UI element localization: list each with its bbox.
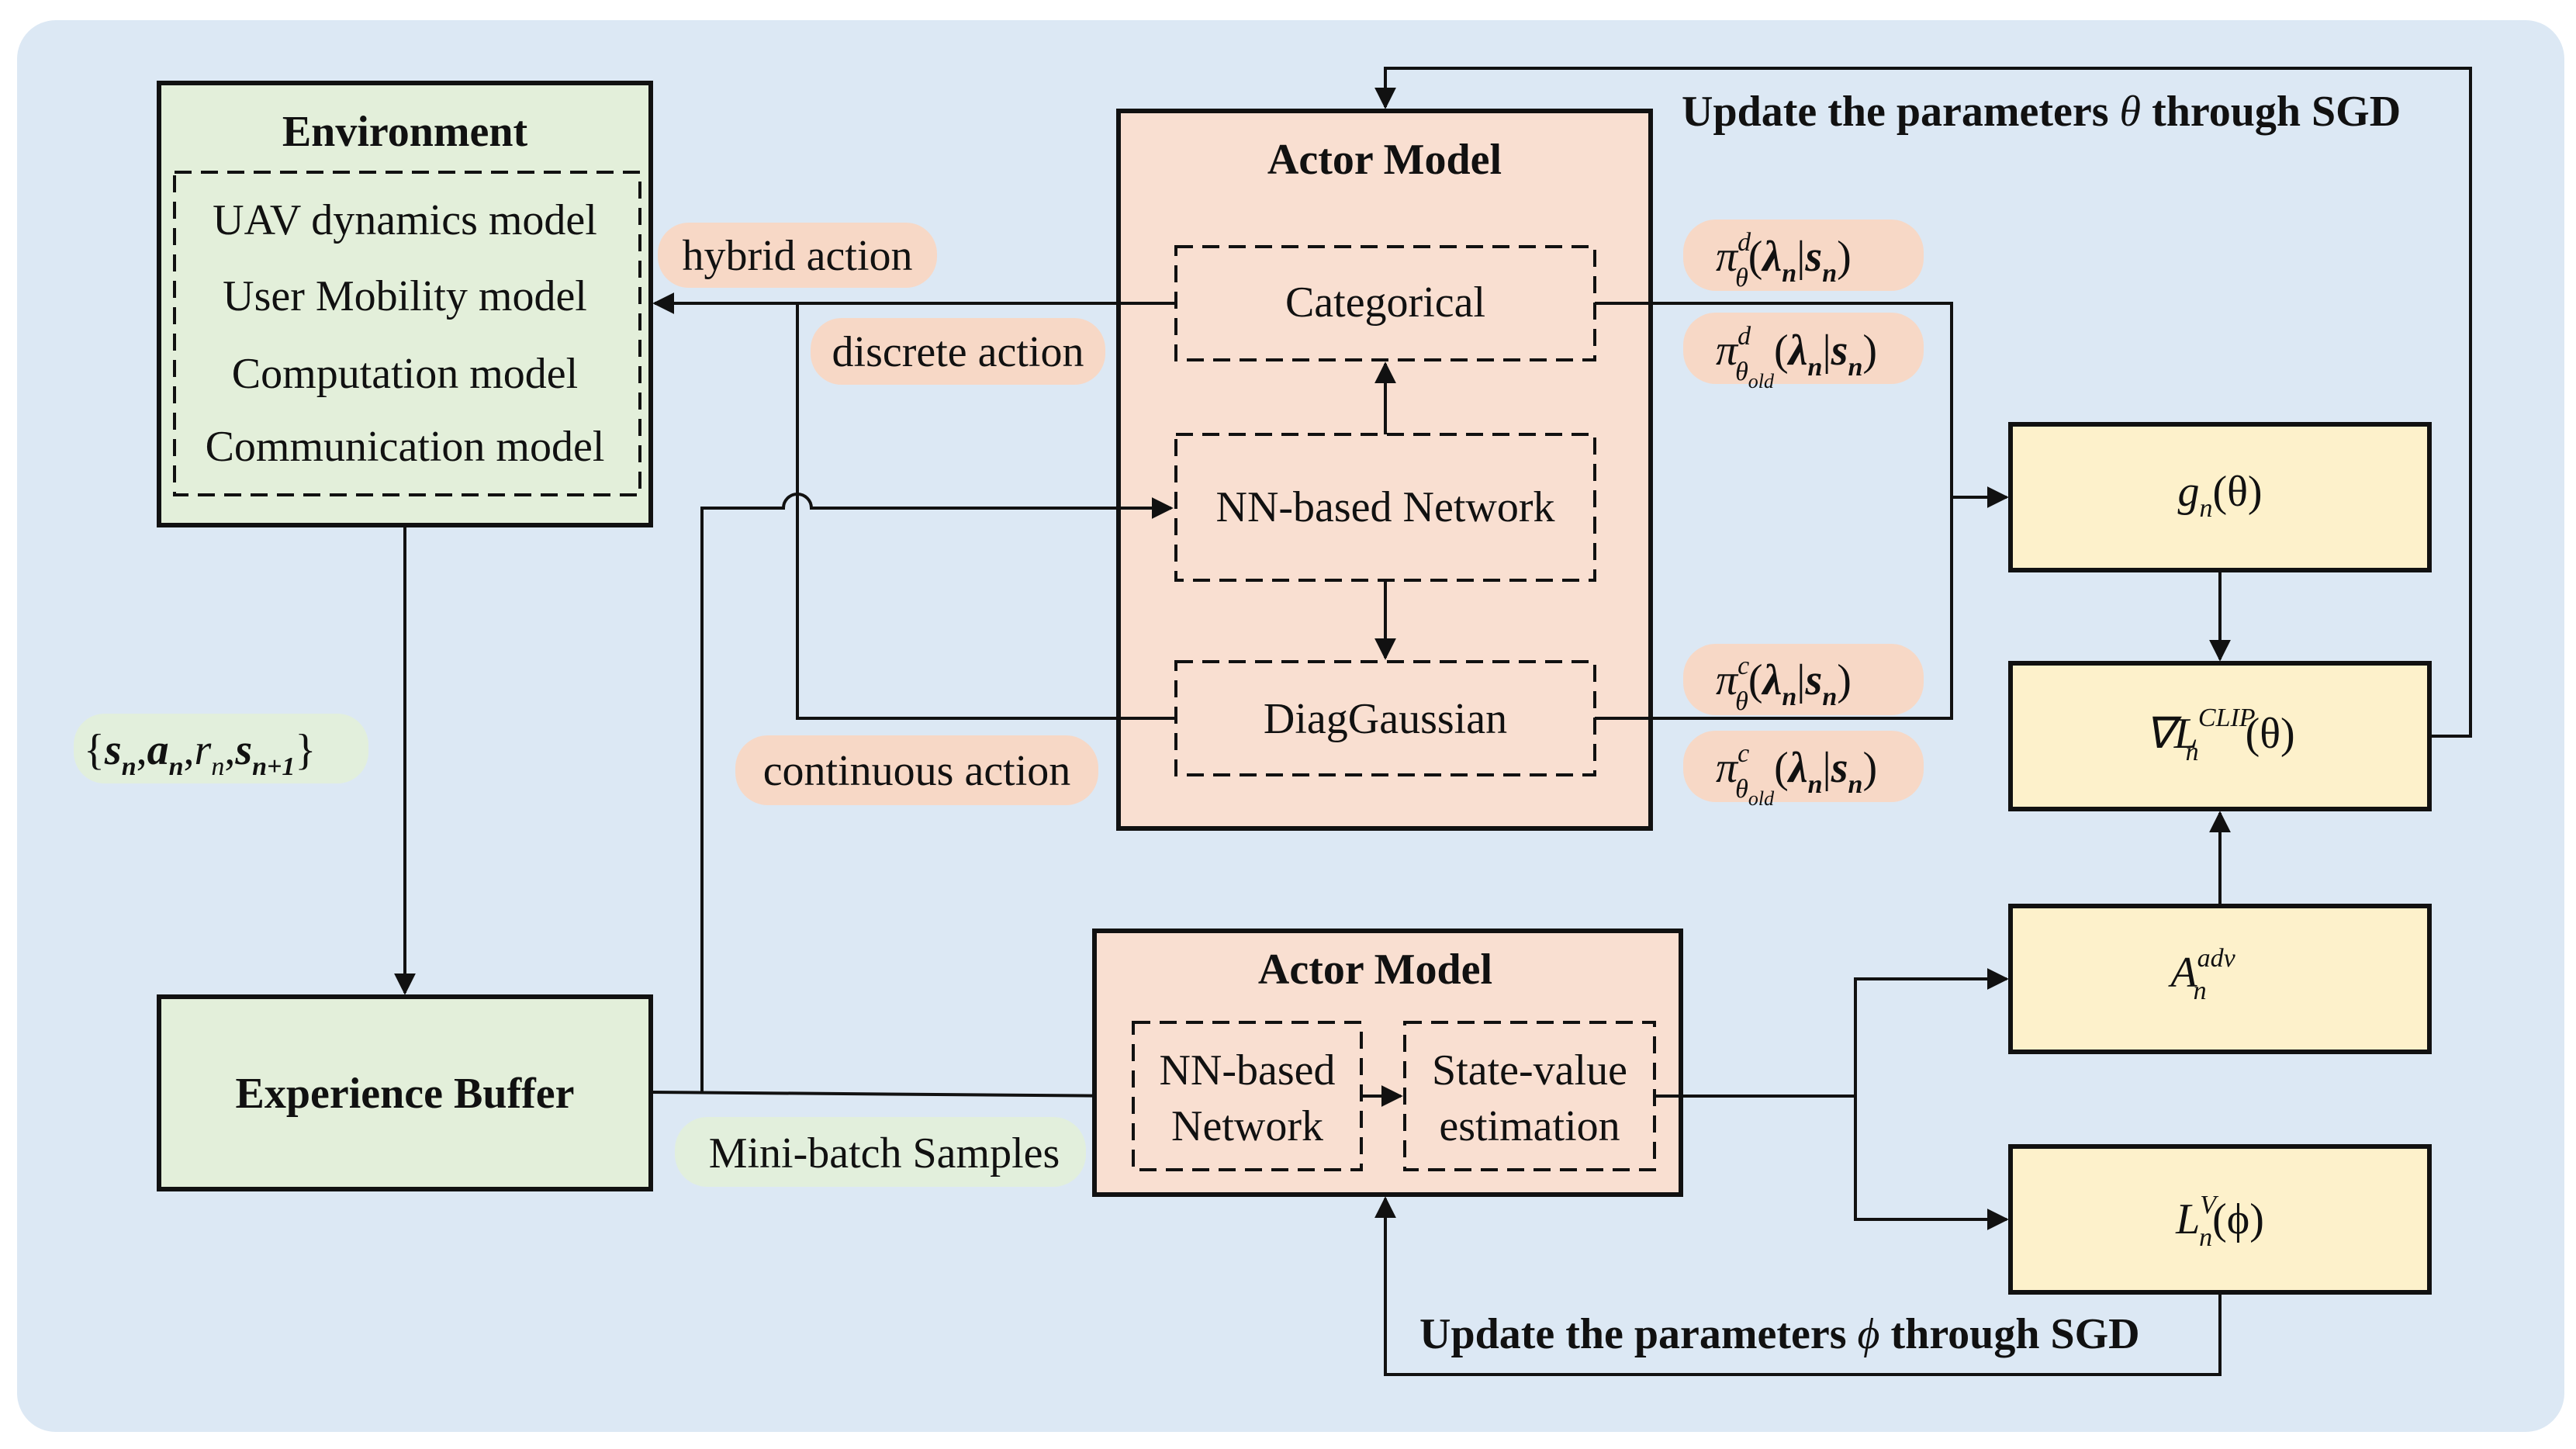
diag-gaussian-label: DiagGaussian — [1264, 695, 1507, 743]
discrete-action-label: discrete action — [832, 328, 1084, 376]
s-n: s — [104, 726, 122, 774]
actor-model-top-box — [1116, 109, 1653, 831]
policy-d-new-pill — [1683, 220, 1924, 291]
nn-network-top-label: NN-based Network — [1216, 483, 1555, 531]
phi-update-label: Update the parameters ϕ through SGD — [1419, 1310, 2140, 1358]
phi-update-feedback-arrow — [1374, 1196, 2222, 1376]
comma-1: , — [137, 726, 147, 774]
discrete-action-pill — [811, 318, 1105, 385]
gaussian-to-g-line — [1595, 497, 1953, 720]
continuous-action-label: continuous action — [763, 747, 1071, 795]
hybrid-action-pill — [658, 223, 937, 288]
env-model-uav-dynamics: UAV dynamics model — [213, 196, 597, 244]
state-value-line2: estimation — [1439, 1102, 1620, 1150]
buffer-to-nn-top-line — [700, 493, 1174, 1092]
lv-box — [2008, 1144, 2432, 1295]
categorical-label: Categorical — [1285, 278, 1485, 327]
transition-pill — [74, 714, 368, 783]
env-model-computation: Computation model — [232, 350, 578, 398]
buffer-to-actor-bottom-line — [650, 1084, 1132, 1107]
s-n1: s — [234, 726, 252, 774]
branch-to-lv-arrow — [1854, 1096, 2009, 1230]
categorical-to-g-line — [1595, 302, 1953, 497]
comma-2: , — [184, 726, 195, 774]
comma-3: , — [224, 726, 235, 774]
state-value-line1: State-value — [1432, 1046, 1627, 1095]
policy-c-new-pill — [1683, 644, 1924, 715]
hybrid-action-label: hybrid action — [682, 232, 912, 280]
env-model-communication: Communication model — [206, 423, 605, 471]
actor-model-bottom-title: Actor Model — [1258, 946, 1492, 994]
environment-title: Environment — [282, 108, 528, 156]
grad-clip-box — [2008, 661, 2432, 811]
branch-to-adv-arrow — [1854, 968, 2009, 1096]
s-n-sub: n — [122, 752, 137, 781]
mini-batch-pill — [675, 1117, 1086, 1187]
theta-update-label: Update the parameters θ through SGD — [1682, 88, 2401, 136]
s-n1-sub: n+1 — [252, 752, 295, 781]
transition-label: {sn,an,rn,sn+1} — [84, 726, 316, 781]
g-theta-box — [2008, 422, 2432, 572]
experience-buffer-title: Experience Buffer — [236, 1070, 575, 1118]
experience-buffer-box — [157, 994, 653, 1191]
actor-model-bottom-box — [1092, 929, 1683, 1197]
g-theta-text: gn(θ) — [2177, 468, 2262, 523]
r-n: r — [195, 726, 212, 774]
env-model-user-mobility: User Mobility model — [223, 272, 587, 320]
policy-c-old-pill — [1683, 731, 1924, 802]
actor-model-top-title: Actor Model — [1267, 136, 1502, 184]
gaussian-to-env-line — [796, 303, 1176, 720]
a-n: a — [147, 726, 169, 774]
a-n-sub: n — [169, 752, 184, 781]
brace-close: } — [295, 726, 316, 774]
nn-network-bottom-line2: Network — [1171, 1102, 1323, 1150]
adv-box — [2008, 904, 2432, 1054]
environment-models-dashed-box — [173, 171, 641, 496]
theta-update-feedback-arrow — [1374, 67, 2472, 738]
mini-batch-label: Mini-batch Samples — [709, 1129, 1060, 1178]
r-n-sub: n — [211, 752, 224, 781]
nn-network-bottom-line1: NN-based — [1159, 1046, 1335, 1095]
environment-box — [157, 81, 653, 527]
policy-d-old-pill — [1683, 313, 1924, 384]
brace-open: { — [84, 726, 105, 774]
continuous-action-pill — [735, 735, 1098, 805]
